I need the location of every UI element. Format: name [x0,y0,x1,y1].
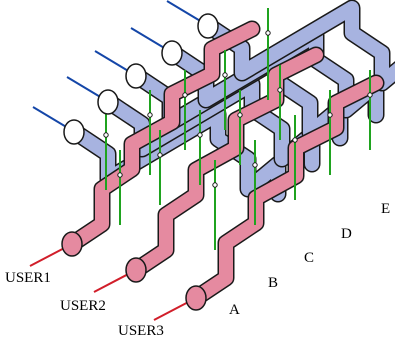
joint-dot-3 [182,92,188,98]
pink-pipe-layer [63,20,385,307]
joint-dot-13 [292,137,298,143]
column-label-b: B [268,275,278,291]
pink-pipe-end-3 [185,285,207,311]
user-label-1: USER1 [5,270,51,286]
pink-pipe-2 [129,48,323,277]
pink-pipe-1 [65,22,259,251]
joint-dot-15 [367,92,373,98]
joint-dot-4 [222,72,228,78]
blue-pipe-1 [71,107,285,201]
joint-dot-8 [197,132,203,138]
pink-pipe-end-2 [125,257,147,283]
joint-dot-12 [252,162,258,168]
joint-dot-6 [117,172,123,178]
blue-pipe-5 [205,1,395,90]
blue-pipe-end-1 [63,119,85,145]
joint-dot-14 [327,112,333,118]
column-label-a: A [229,302,240,318]
joint-dot-1 [103,132,109,138]
column-label-c: C [304,250,314,266]
joint-dot-7 [157,152,163,158]
pink-pipe-end-1 [61,231,83,257]
joint-dot-2 [147,112,153,118]
joint-dot-9 [237,112,243,118]
column-label-e: E [381,201,390,217]
pipe-end-layer [29,0,219,321]
blue-pipe-end-4 [161,40,183,66]
green-rod-layer [103,8,373,250]
joint-dot-11 [212,182,218,188]
joint-dot-5 [265,30,271,36]
user-label-2: USER2 [60,298,106,314]
blue-pipe-end-3 [125,63,147,89]
pink-pipe-3 [189,76,383,305]
blue-pipe-end-2 [97,89,119,115]
blue-pipe-end-5 [197,13,219,39]
user-label-3: USER3 [118,323,164,339]
joint-dot-10 [277,87,283,93]
column-label-d: D [341,226,352,242]
